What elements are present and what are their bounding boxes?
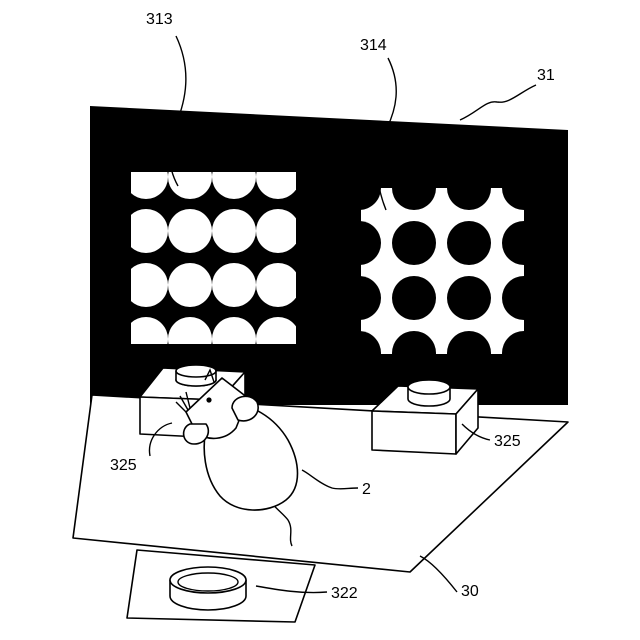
dot-pattern-black <box>337 166 546 375</box>
label-floor: 30 <box>461 583 479 600</box>
pattern-dot <box>168 209 212 253</box>
pattern-dot <box>256 209 300 253</box>
label-mouse: 2 <box>362 481 371 498</box>
label-pattern-black: 314 <box>360 37 387 54</box>
label-back-wall: 31 <box>537 67 555 84</box>
pattern-dot <box>256 263 300 307</box>
pattern-dot <box>392 221 436 265</box>
pattern-dot <box>447 221 491 265</box>
pattern-dot <box>447 276 491 320</box>
label-dish: 322 <box>331 585 358 602</box>
dot-pattern-white <box>124 155 300 361</box>
pattern-dot <box>212 263 256 307</box>
label-right-button: 325 <box>494 433 521 450</box>
dish <box>170 567 246 610</box>
pattern-dot <box>212 209 256 253</box>
pattern-dot <box>168 263 212 307</box>
label-pattern-white: 313 <box>146 11 173 28</box>
pattern-dot <box>392 276 436 320</box>
label-left-button: 325 <box>110 457 137 474</box>
